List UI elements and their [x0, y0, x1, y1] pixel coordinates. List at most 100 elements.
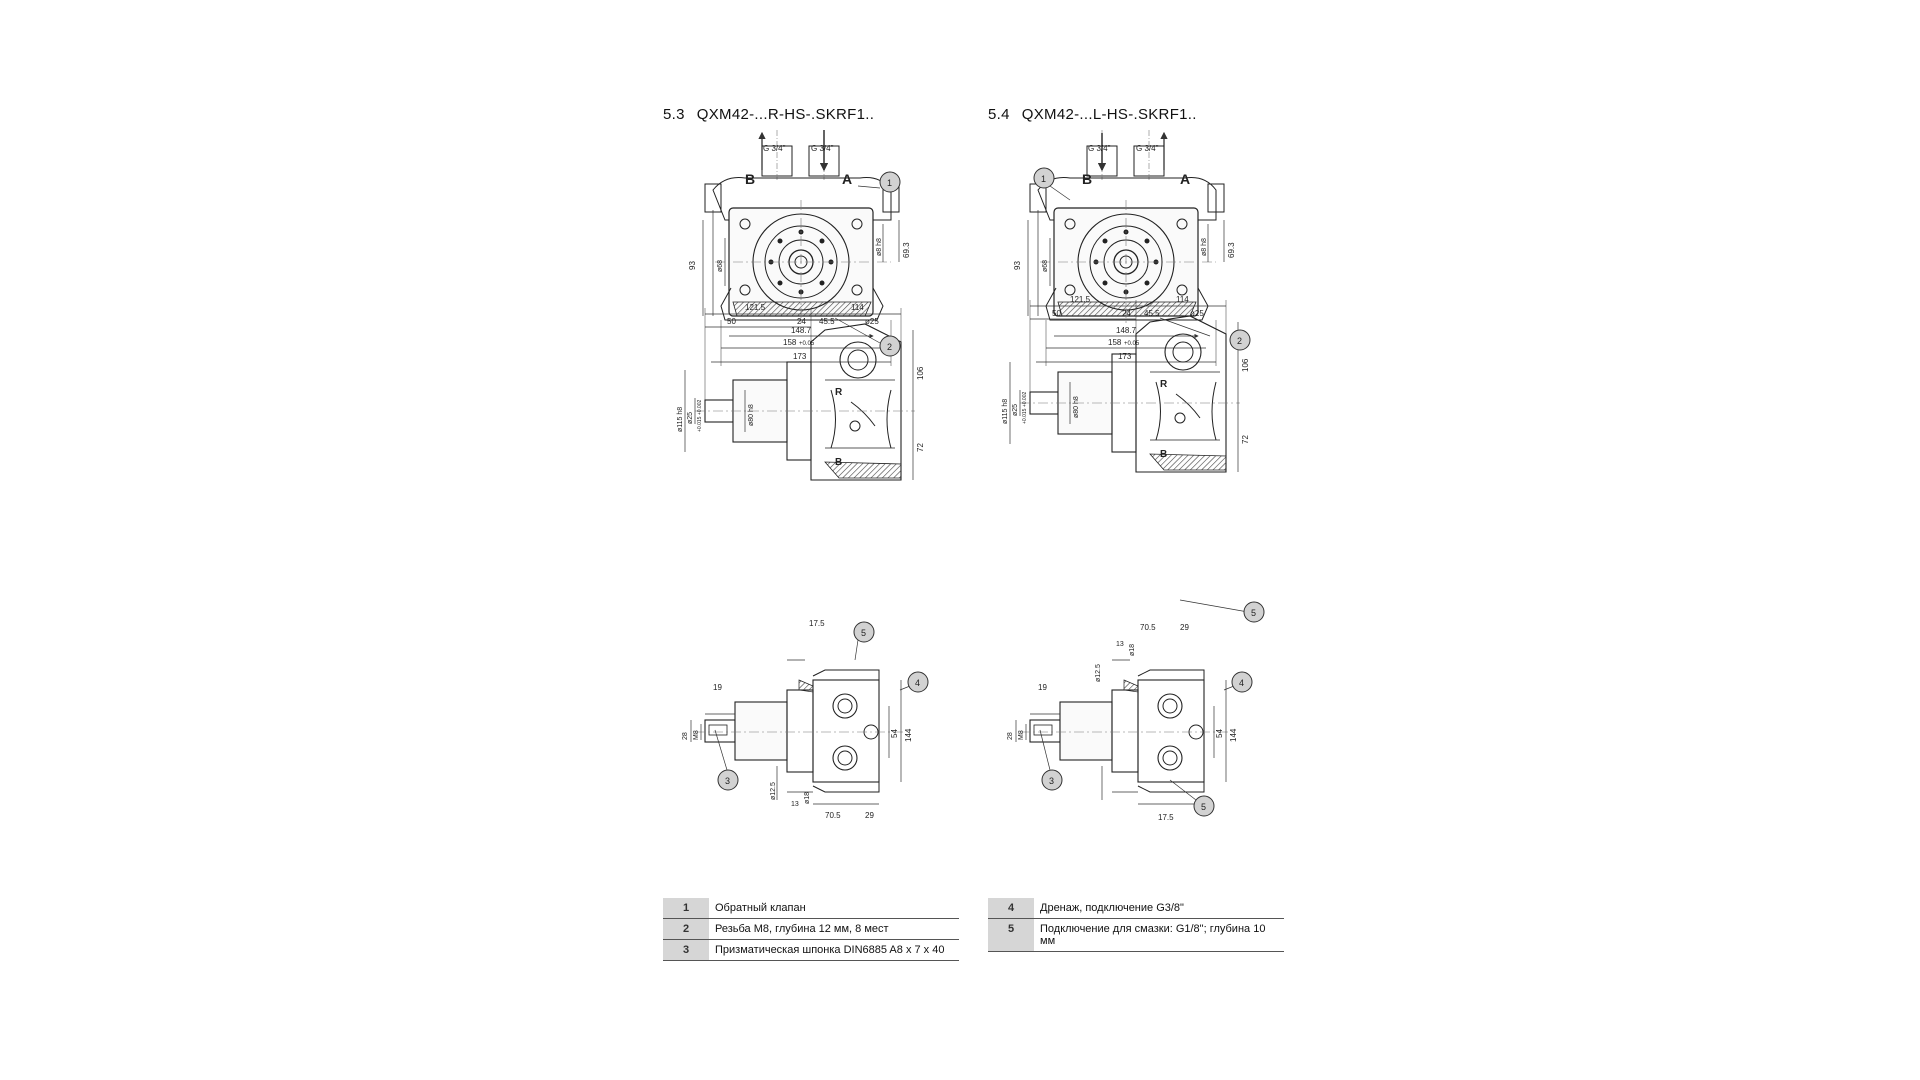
dim-side-106: 106	[916, 366, 925, 380]
dim-side-dia-25-tol: +0.015 +0.002	[697, 400, 703, 432]
dim-top-17: 17.5	[1158, 813, 1174, 822]
callout-1-label: 1	[1041, 174, 1046, 184]
dim-top-dia-12: ø12.5	[1095, 664, 1102, 682]
legend-row: 5 Подключение для смазки: G1/8"; глубина…	[988, 918, 1284, 952]
dim-side-50: 50	[1052, 309, 1061, 318]
front-view-left: B A G 3/4" G 3/4" 148.7 158 +0.05 173 93…	[688, 130, 911, 366]
callout-1: 1	[1033, 167, 1055, 189]
callout-5-label: 5	[861, 628, 866, 638]
legend-table-left: 1 Обратный клапан 2 Резьба М8, глубина 1…	[663, 898, 959, 961]
dim-side-45: 45.5	[819, 317, 835, 326]
dim-top-m8: M8	[693, 730, 700, 740]
port-size-a: G 3/4"	[811, 144, 834, 153]
callout-5: 5	[853, 621, 875, 643]
port-label-b: B	[1082, 171, 1092, 187]
callout-5-label: 5	[1251, 608, 1256, 618]
dim-side-121: 121.5	[745, 303, 766, 312]
dim-front-width-158: 158	[783, 338, 797, 347]
dim-front-dia-8: ø8 h8	[1201, 238, 1208, 256]
section-model: QXM42-...R-HS-.SKRF1..	[696, 106, 875, 123]
dim-front-height-69: 69.3	[1227, 242, 1236, 258]
dim-side-50: 50	[727, 317, 736, 326]
callout-5: 5	[1193, 795, 1215, 817]
dim-top-28: 28	[682, 732, 689, 740]
dim-side-dia-25-shaft: ø25	[687, 412, 694, 424]
dim-front-dia-68: ø68	[717, 260, 724, 272]
dim-side-24: 24	[797, 317, 806, 326]
dim-top-70: 70.5	[825, 811, 841, 820]
dim-side-72: 72	[916, 443, 925, 452]
callout-3-label: 3	[725, 776, 730, 786]
legend-row: 2 Резьба М8, глубина 12 мм, 8 мест	[663, 918, 959, 940]
port-size-a: G 3/4"	[1136, 144, 1159, 153]
dim-side-114: 114	[851, 303, 864, 312]
dim-top-54: 54	[1215, 729, 1224, 738]
port-size-b: G 3/4"	[1088, 144, 1111, 153]
dim-front-dia-68: ø68	[1042, 260, 1049, 272]
side-view-right: 121.5 114 50 24 45.5 ø25 106 72 ø115 h8 …	[1002, 295, 1250, 473]
dim-front-width-173: 173	[1118, 352, 1132, 361]
dim-side-121: 121.5	[1070, 295, 1091, 304]
legend-text: Призматическая шпонка DIN6885 A8 x 7 x 4…	[709, 939, 959, 961]
dim-top-28: 28	[1007, 732, 1014, 740]
legend-text: Обратный клапан	[709, 898, 959, 919]
marker-r: R	[835, 387, 843, 398]
dim-top-m8: M8	[1018, 730, 1025, 740]
dim-front-height-93: 93	[1013, 261, 1022, 270]
callout-3: 3	[717, 769, 739, 791]
marker-r: R	[1160, 379, 1168, 390]
dim-front-width-158-tol: +0.05	[799, 341, 815, 347]
dim-side-dia-115: ø115 h8	[677, 407, 684, 432]
legend-text: Дренаж, подключение G3/8"	[1034, 898, 1284, 919]
dim-top-54: 54	[890, 729, 899, 738]
legend-number: 1	[663, 898, 709, 919]
front-view-right: B A G 3/4" G 3/4" 148.7 158 +0.05 173 93…	[1013, 130, 1236, 366]
dim-side-dia-80: ø80 h8	[748, 404, 755, 426]
dim-top-144: 144	[1229, 728, 1238, 742]
dim-front-width-148: 148.7	[791, 326, 812, 335]
callouts-right: 1 2 3 4 5 5	[1033, 167, 1265, 817]
dim-top-29: 29	[865, 811, 874, 820]
dim-side-dia-80: ø80 h8	[1073, 396, 1080, 418]
dim-side-dia-25-shaft: ø25	[1012, 404, 1019, 416]
dim-front-height-69: 69.3	[902, 242, 911, 258]
dim-front-width-148: 148.7	[1116, 326, 1137, 335]
dim-top-144: 144	[904, 728, 913, 742]
legend-row: 4 Дренаж, подключение G3/8"	[988, 898, 1284, 919]
dim-side-45: 45.5	[1144, 309, 1160, 318]
section-number: 5.3	[663, 106, 685, 123]
dim-side-dia-25: ø25	[865, 317, 879, 326]
dim-top-dia-12: ø12.5	[770, 782, 777, 800]
dim-front-width-173: 173	[793, 352, 807, 361]
dim-top-17: 17.5	[809, 619, 825, 628]
dim-top-dia-18: ø18	[1129, 644, 1136, 656]
callout-4-label: 4	[1239, 678, 1244, 688]
top-view-right: 17.5 19 28 M8 144 54 ø12.5 13 ø18 70.5 2…	[1007, 623, 1238, 822]
dim-side-106: 106	[1241, 358, 1250, 372]
section-model: QXM42-...L-HS-.SKRF1..	[1021, 106, 1197, 123]
callout-2-label: 2	[887, 342, 892, 352]
callout-2-label: 2	[1237, 336, 1242, 346]
callout-1-label: 1	[887, 178, 892, 188]
callout-4: 4	[907, 671, 929, 693]
dim-top-19: 19	[1038, 683, 1047, 692]
legend-row: 3 Призматическая шпонка DIN6885 A8 x 7 x…	[663, 939, 959, 961]
dim-top-13: 13	[1116, 641, 1124, 648]
dim-side-dia-115: ø115 h8	[1002, 399, 1009, 424]
dim-front-height-93: 93	[688, 261, 697, 270]
legend-table-right: 4 Дренаж, подключение G3/8" 5 Подключени…	[988, 898, 1284, 952]
legend-row: 1 Обратный клапан	[663, 898, 959, 919]
callout-4-label: 4	[915, 678, 920, 688]
callout-4: 4	[1231, 671, 1253, 693]
legend-number: 3	[663, 939, 709, 961]
dim-top-19: 19	[713, 683, 722, 692]
port-size-b: G 3/4"	[763, 144, 786, 153]
callout-5-label: 5	[1201, 802, 1206, 812]
dim-side-24: 24	[1122, 309, 1131, 318]
dim-side-dia-25: ø25	[1190, 309, 1204, 318]
dim-side-72: 72	[1241, 435, 1250, 444]
legend-text: Резьба М8, глубина 12 мм, 8 мест	[709, 918, 959, 940]
marker-b: B	[1160, 449, 1167, 460]
port-label-b: B	[745, 171, 755, 187]
